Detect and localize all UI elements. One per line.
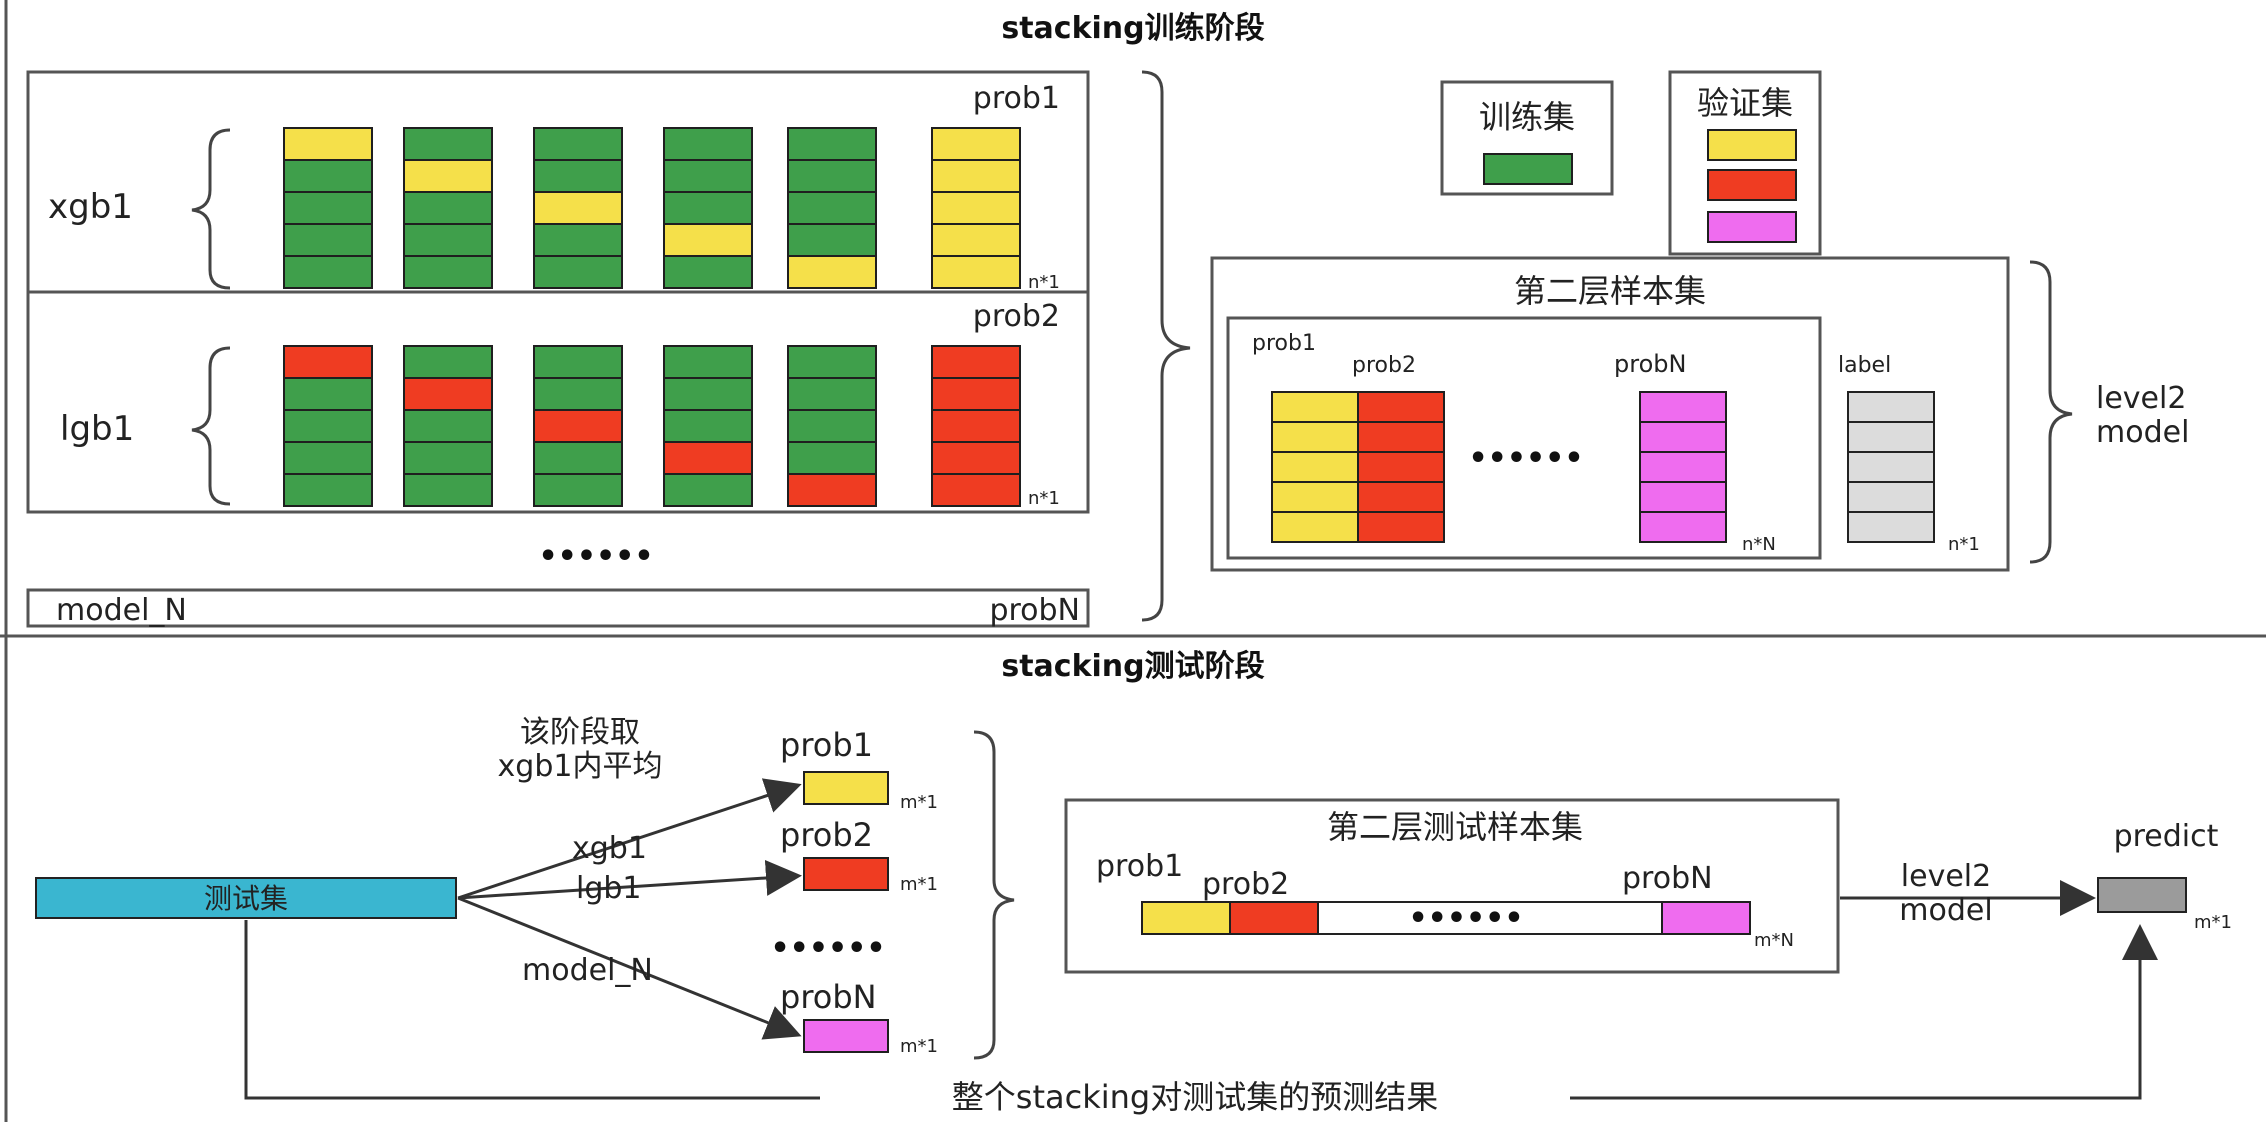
model1-fold-1 — [283, 127, 373, 289]
test-level2-line2: model — [1899, 893, 1992, 928]
model2-shape: n*1 — [1028, 488, 1060, 509]
test-probN-label: probN — [780, 978, 877, 1016]
modelN-prob-label: probN — [989, 593, 1080, 628]
model2-fold-3 — [533, 345, 623, 507]
model2-fold-5 — [787, 345, 877, 507]
model2-fold-2 — [403, 345, 493, 507]
branch-lgb-label: lgb1 — [576, 871, 642, 906]
second-layer-shape-1: n*1 — [1948, 534, 1980, 555]
model2-brace — [191, 346, 231, 506]
train-models-brace — [1141, 70, 1191, 622]
test-set-label: 测试集 — [204, 882, 288, 915]
model2-name: lgb1 — [60, 409, 134, 449]
branch-modelN-label: model_N — [522, 953, 653, 988]
result-label: 整个stacking对测试集的预测结果 — [952, 1078, 1438, 1116]
model1-fold-3 — [533, 127, 623, 289]
legend-train-swatch — [1483, 153, 1573, 185]
test-prob2-shape: m*1 — [900, 874, 938, 895]
model1-prob-label: prob1 — [973, 81, 1060, 116]
second-layer-features-box — [1226, 316, 1822, 560]
level2-brace — [2029, 260, 2073, 564]
model1-brace — [191, 128, 231, 290]
second-layer-box — [1210, 256, 2010, 572]
test-layer-ellipsis: •••••• — [1408, 901, 1523, 936]
train-level2-line1: level2 — [2096, 381, 2186, 416]
result-label-bg — [820, 1080, 1570, 1116]
test-title: stacking测试阶段 — [1001, 649, 1264, 684]
modelN-name: model_N — [56, 593, 187, 628]
train-title: stacking训练阶段 — [1001, 11, 1264, 46]
test-second-layer-title: 第二层测试样本集 — [1327, 808, 1583, 846]
branch-xgb-label: xgb1 — [572, 831, 647, 866]
test-layer-prob1-cell — [1141, 901, 1231, 935]
test-probN-shape: m*1 — [900, 1036, 938, 1057]
train-level2-line2: model — [2096, 415, 2189, 450]
arrow-xgb — [457, 778, 802, 900]
arrow-lgb — [457, 859, 802, 900]
test-prob1-box — [803, 771, 889, 805]
test-note-line1: 该阶段取 — [520, 715, 640, 750]
legend-val-box — [1668, 70, 1822, 256]
test-second-layer-box — [1064, 798, 1840, 974]
test-layer-prob2-cell — [1229, 901, 1319, 935]
test-ellipsis: •••••• — [770, 931, 885, 966]
second-layer-title: 第二层样本集 — [1514, 272, 1706, 310]
predict-box — [2097, 877, 2187, 913]
test-prob2-label: prob2 — [780, 816, 873, 854]
second-layer-label-column — [1847, 391, 1935, 543]
second-layer-shape-n: n*N — [1742, 534, 1776, 555]
second-layer-prob1: prob1 — [1252, 331, 1316, 356]
test-note-line2: xgb1内平均 — [498, 749, 663, 784]
test-level2-line1: level2 — [1901, 859, 1991, 894]
model2-prob-label: prob2 — [973, 299, 1060, 334]
test-prob1-label: prob1 — [780, 726, 873, 764]
model1-fold-4 — [663, 127, 753, 289]
modelN-panel — [26, 588, 1090, 628]
test-probs-brace — [973, 730, 1015, 1060]
test-prob2-box — [803, 857, 889, 891]
test-layer-probN-label: probN — [1622, 861, 1713, 896]
legend-train-box — [1440, 80, 1614, 196]
model1-shape: n*1 — [1028, 272, 1060, 293]
second-layer-prob2: prob2 — [1352, 353, 1416, 378]
legend-train-label: 训练集 — [1479, 98, 1575, 136]
second-layer-prob2-column — [1357, 391, 1445, 543]
model2-fold-4 — [663, 345, 753, 507]
predict-label: predict — [2114, 819, 2219, 854]
train-ellipsis: •••••• — [538, 539, 653, 574]
second-layer-prob1-column — [1271, 391, 1359, 543]
model1-fold-5 — [787, 127, 877, 289]
second-layer-probN: probN — [1614, 350, 1686, 378]
model1-name: xgb1 — [48, 187, 133, 227]
model2-panel — [26, 290, 1090, 514]
second-layer-ellipsis: •••••• — [1468, 441, 1583, 476]
test-set-box — [35, 877, 457, 919]
test-layer-shape: m*N — [1754, 930, 1794, 951]
legend-val-red — [1707, 169, 1797, 201]
second-layer-probN-column — [1639, 391, 1727, 543]
legend-val-label: 验证集 — [1697, 84, 1793, 122]
test-layer-prob2-label: prob2 — [1202, 867, 1289, 902]
second-layer-label: label — [1838, 353, 1891, 378]
test-layer-prob1-label: prob1 — [1096, 849, 1183, 884]
test-probN-box — [803, 1019, 889, 1053]
arrow-modelN — [457, 896, 802, 1040]
model2-prob-column — [931, 345, 1021, 507]
test-layer-probN-cell — [1661, 901, 1751, 935]
model1-prob-column — [931, 127, 1021, 289]
predict-shape: m*1 — [2194, 912, 2232, 933]
result-path — [244, 920, 2158, 1100]
model1-fold-2 — [403, 127, 493, 289]
test-prob1-shape: m*1 — [900, 792, 938, 813]
legend-val-yellow — [1707, 129, 1797, 161]
model2-fold-1 — [283, 345, 373, 507]
legend-val-pink — [1707, 211, 1797, 243]
